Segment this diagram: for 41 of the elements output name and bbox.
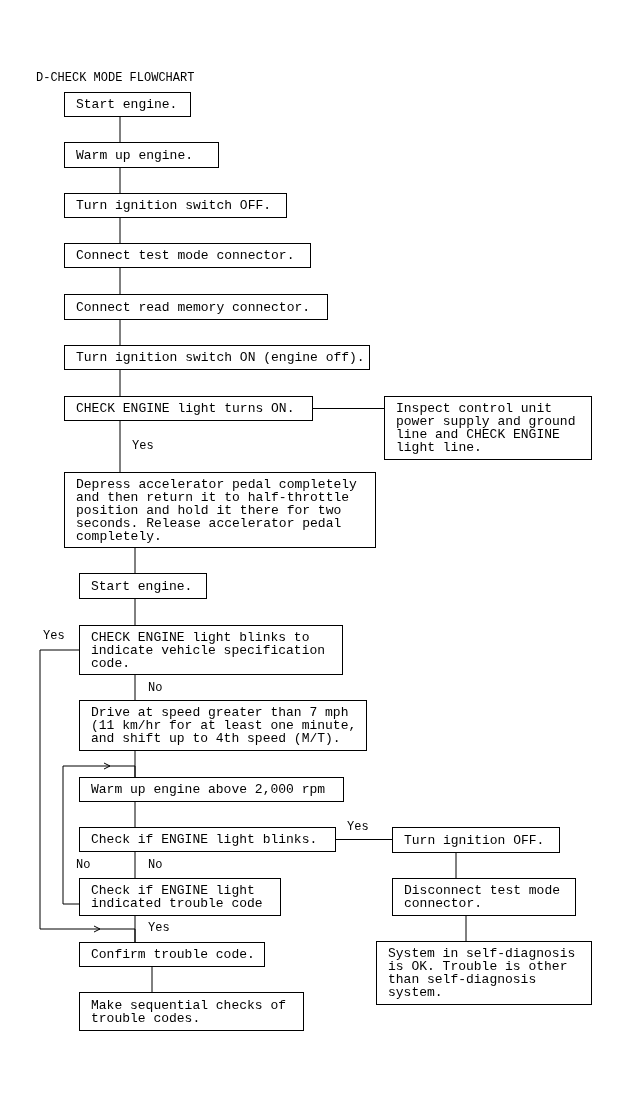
step-text: Warm up engine above 2,000 rpm — [91, 783, 327, 796]
process-box — [79, 700, 367, 751]
step-text: Make sequential checks of trouble codes. — [91, 998, 288, 1025]
step-text: Turn ignition OFF. — [404, 833, 546, 847]
flowchart-title: D-CHECK MODE FLOWCHART — [36, 72, 195, 85]
process-box — [64, 92, 191, 117]
process-box — [64, 243, 311, 268]
step-text: Check if ENGINE light indicated trouble code — [91, 884, 264, 910]
step-text: CHECK ENGINE light blinks to indicate vehicle specification code. — [91, 630, 327, 670]
step-text: Check if ENGINE light blinks. — [91, 833, 319, 846]
process-box — [384, 396, 592, 460]
process-box — [64, 193, 287, 218]
process-box — [64, 294, 328, 320]
step-text: System in self-diagnosis is OK. Trouble is other than self-diagnosis system. — [388, 947, 577, 999]
process-box — [64, 345, 370, 370]
process-box — [79, 625, 343, 675]
process-box — [79, 992, 304, 1031]
step-text: CHECK ENGINE light turns ON. — [76, 402, 296, 415]
process-box — [64, 396, 313, 421]
process-box — [376, 941, 592, 1005]
step-text: Connect test mode connector. — [76, 249, 296, 262]
process-box — [79, 573, 207, 599]
step-text: Turn ignition switch ON (engine off). — [76, 351, 365, 364]
process-box — [392, 827, 560, 853]
process-box — [392, 878, 576, 916]
step-text: Confirm trouble code. — [91, 948, 256, 961]
step-text: Disconnect test mode connector. — [404, 884, 562, 910]
step-text: Connect read memory connector. — [76, 300, 312, 314]
step-text: Turn ignition switch OFF. — [76, 199, 273, 212]
process-box — [79, 878, 281, 916]
step-text: Drive at speed greater than 7 mph (11 km/hr for at least one minute, and shift up to 4th speed (M/T). — [91, 706, 358, 745]
step-text: Depress accelerator pedal completely and then return it to half-throttle position and hold it there for two seconds. Release accelerator pedal completely. — [76, 477, 358, 543]
process-box — [79, 777, 344, 802]
step-text: Inspect control unit power supply and ground line and CHECK ENGINE light line. — [396, 402, 577, 454]
process-box — [64, 142, 219, 168]
process-box — [64, 472, 376, 548]
step-text: Start engine. — [91, 579, 194, 593]
step-text: Start engine. — [76, 98, 179, 111]
step-text: Warm up engine. — [76, 148, 195, 162]
process-box — [79, 827, 336, 852]
process-box — [79, 942, 265, 967]
